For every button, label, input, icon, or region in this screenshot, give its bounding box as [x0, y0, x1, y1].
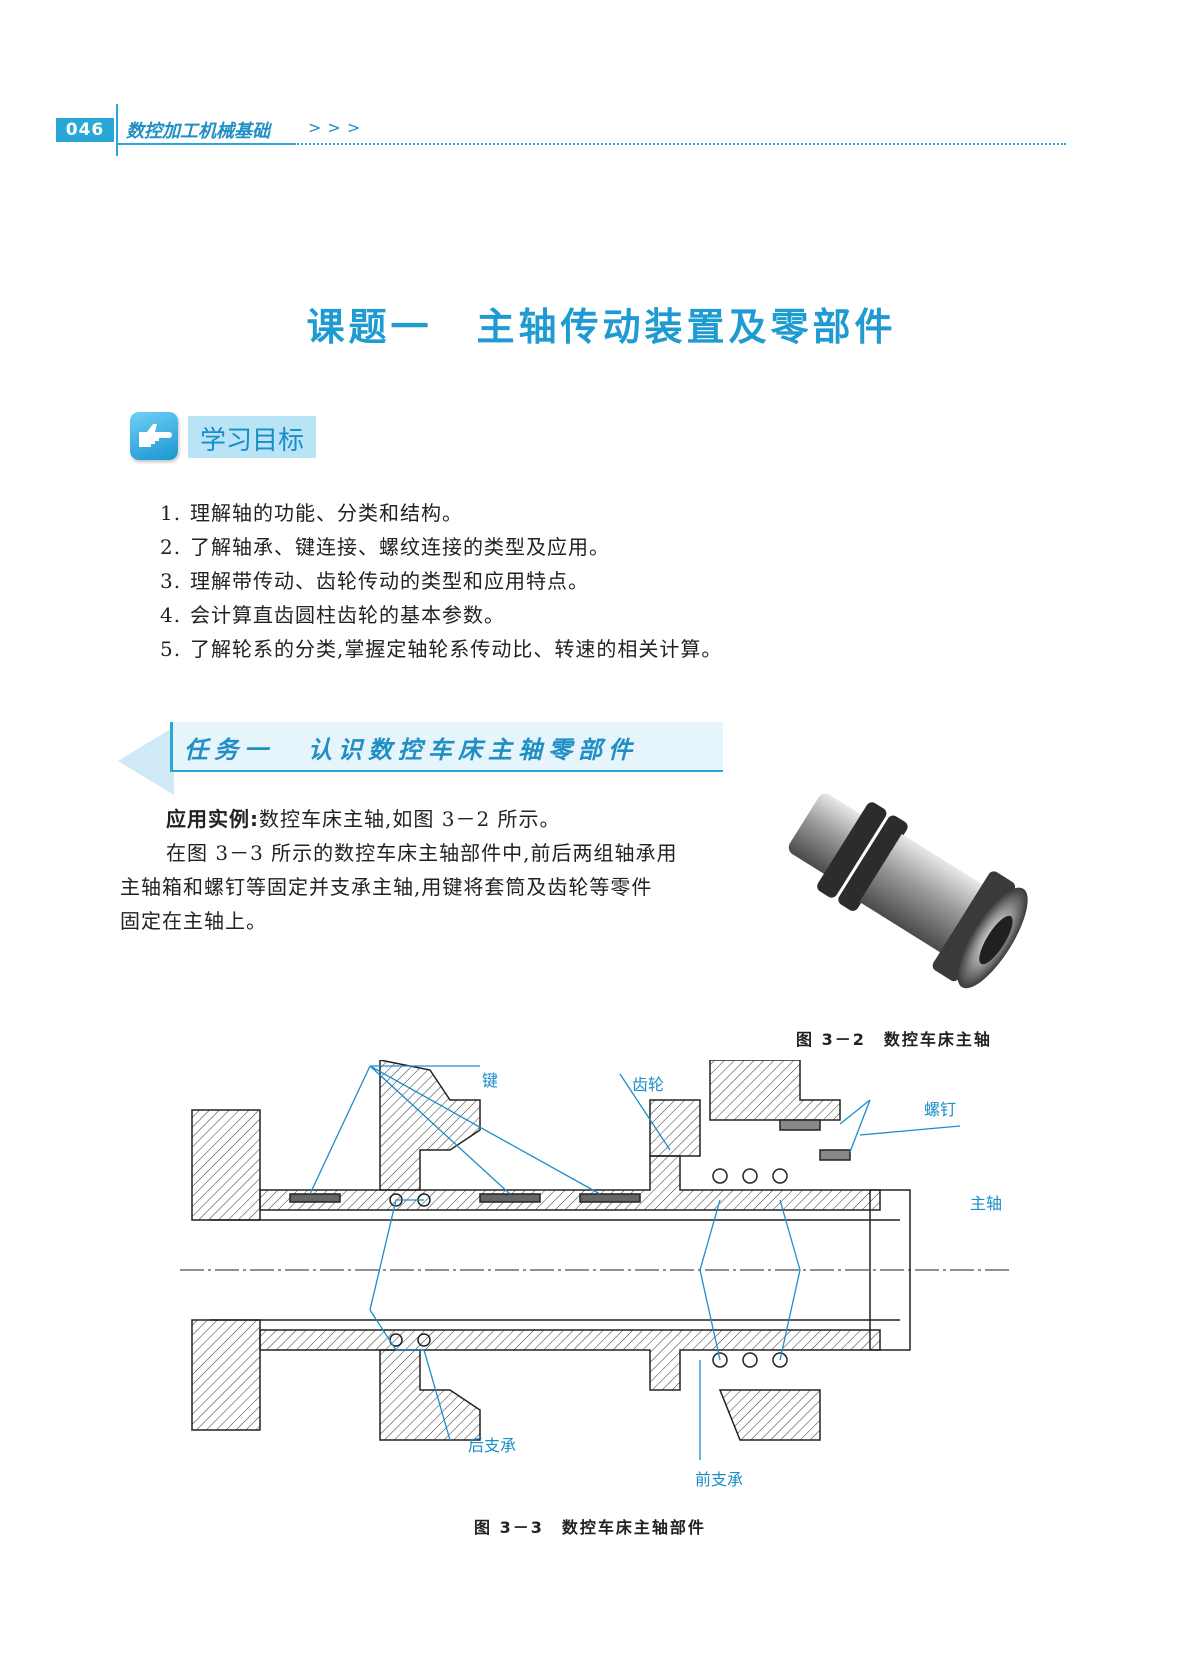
header-divider — [116, 104, 118, 156]
example-label: 应用实例: — [166, 807, 259, 831]
task-banner — [170, 722, 723, 772]
list-item: 2. 了解轴承、键连接、螺纹连接的类型及应用。 — [160, 530, 722, 564]
list-item: 1. 理解轴的功能、分类和结构。 — [160, 496, 722, 530]
item-number: 4. — [160, 603, 182, 627]
body-line: 在图 3－3 所示的数控车床主轴部件中,前后两组轴承用 — [166, 841, 678, 865]
lesson-name: 主轴传动装置及零部件 — [476, 305, 897, 349]
header-arrows: >>> — [308, 118, 367, 137]
item-number: 5. — [160, 637, 182, 661]
list-item: 4. 会计算直齿圆柱齿轮的基本参数。 — [160, 598, 722, 632]
pointing-hand-icon — [130, 412, 178, 460]
item-number: 1. — [160, 501, 182, 525]
objectives-label: 学习目标 — [200, 426, 305, 456]
figure-caption: 图 3－3 数控车床主轴部件 — [474, 1518, 706, 1537]
list-item: 5. 了解轮系的分类,掌握定轴轮系传动比、转速的相关计算。 — [160, 632, 722, 666]
label-rear-support: 后支承 — [468, 1436, 517, 1455]
item-text: 会计算直齿圆柱齿轮的基本参数。 — [190, 603, 505, 627]
figure-caption: 图 3－2 数控车床主轴 — [796, 1030, 992, 1049]
lesson-title: 课题一主轴传动装置及零部件 — [0, 296, 1203, 351]
task-name: 认识数控车床主轴零部件 — [308, 736, 638, 764]
objectives-label-background — [188, 416, 316, 458]
label-key: 键 — [482, 1071, 499, 1090]
lesson-number: 课题一 — [306, 305, 433, 349]
item-number: 2. — [160, 535, 182, 559]
header-dotted-rule — [294, 143, 1066, 145]
objectives-list: 1. 理解轴的功能、分类和结构。 2. 了解轴承、键连接、螺纹连接的类型及应用。 3… — [160, 496, 722, 666]
label-screw: 螺钉 — [924, 1100, 957, 1119]
item-text: 理解轴的功能、分类和结构。 — [190, 501, 463, 525]
label-gear: 齿轮 — [632, 1075, 665, 1094]
page-number: 046 — [56, 118, 114, 142]
label-front-support: 前支承 — [695, 1470, 744, 1489]
item-text: 了解轮系的分类,掌握定轴轮系传动比、转速的相关计算。 — [190, 637, 723, 661]
example-text: 数控车床主轴,如图 3－2 所示。 — [259, 807, 561, 831]
label-spindle: 主轴 — [970, 1194, 1003, 1213]
spindle-assembly-drawing — [180, 1059, 1010, 1460]
header-underline — [118, 143, 294, 145]
body-line: 主轴箱和螺钉等固定并支承主轴,用键将套筒及齿轮等零件 — [120, 875, 653, 899]
item-text: 理解带传动、齿轮传动的类型和应用特点。 — [190, 569, 589, 593]
item-text: 了解轴承、键连接、螺纹连接的类型及应用。 — [190, 535, 610, 559]
spindle-photo — [770, 775, 1040, 1015]
list-item: 3. 理解带传动、齿轮传动的类型和应用特点。 — [160, 564, 722, 598]
task-number: 任务一 — [184, 736, 274, 764]
body-line: 固定在主轴上。 — [120, 909, 267, 933]
task-title: 任务一 认识数控车床主轴零部件 — [184, 730, 638, 765]
book-title: 数控加工机械基础 — [126, 121, 270, 142]
example-paragraph: 应用实例:数控车床主轴,如图 3－2 所示。 — [166, 802, 561, 836]
item-number: 3. — [160, 569, 182, 593]
task-banner-arrow — [118, 727, 174, 795]
